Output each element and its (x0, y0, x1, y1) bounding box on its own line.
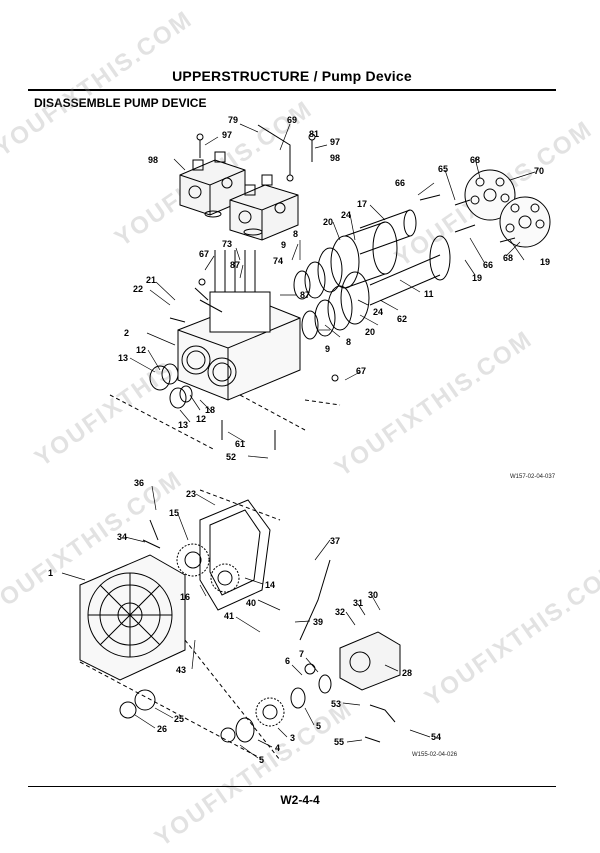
part-label: 25 (174, 714, 184, 724)
section-heading: DISASSEMBLE PUMP DEVICE (34, 96, 207, 110)
part-label: 9 (325, 344, 330, 354)
part-label: 13 (118, 353, 128, 363)
part-label: 7 (299, 649, 304, 659)
part-label: 19 (472, 273, 482, 283)
part-label: 32 (335, 607, 345, 617)
part-label: 1 (48, 568, 53, 578)
part-label: 8 (293, 229, 298, 239)
part-label: 18 (205, 405, 215, 415)
header-rule (28, 89, 556, 91)
part-label: 66 (483, 260, 493, 270)
part-label: 20 (365, 327, 375, 337)
part-label: 24 (373, 307, 383, 317)
part-label: 97 (330, 137, 340, 147)
part-label: 61 (235, 439, 245, 449)
part-label: 67 (199, 249, 209, 259)
part-label: 31 (353, 598, 363, 608)
part-label: 12 (196, 414, 206, 424)
pump-housing (177, 250, 301, 401)
pilot-pump (339, 631, 401, 691)
rear-cylinder-stack (301, 235, 451, 340)
part-label: 68 (470, 155, 480, 165)
part-label: 13 (178, 420, 188, 430)
cylinder-blocks (464, 169, 551, 248)
part-label: 22 (133, 284, 143, 294)
part-label: 24 (341, 210, 351, 220)
part-label: 53 (331, 699, 341, 709)
part-label: 41 (224, 611, 234, 621)
part-label: 70 (534, 166, 544, 176)
part-label: 87 (300, 290, 310, 300)
part-label: 12 (136, 345, 146, 355)
part-label: 5 (259, 755, 264, 765)
gears (176, 543, 285, 727)
footer-rule (28, 786, 556, 787)
regulator-valve-right (229, 174, 299, 241)
part-label: 65 (438, 164, 448, 174)
part-label: 73 (222, 239, 232, 249)
part-label: 6 (285, 656, 290, 666)
top-figure-labels: 79 69 81 97 97 98 98 68 65 66 70 17 20 2… (118, 115, 550, 462)
regulator-valve-left (179, 151, 246, 216)
part-label: 37 (330, 536, 340, 546)
part-label: 87 (230, 260, 240, 270)
part-label: 9 (281, 240, 286, 250)
part-label: 68 (503, 253, 513, 263)
part-label: 74 (273, 256, 283, 266)
part-label: 20 (323, 217, 333, 227)
part-label: 66 (395, 178, 405, 188)
part-label: 14 (265, 580, 275, 590)
part-label: 3 (290, 733, 295, 743)
part-label: 98 (330, 153, 340, 163)
figure-code-bottom: W155-02-04-026 (412, 752, 458, 758)
part-label: 39 (313, 617, 323, 627)
part-label: 19 (540, 257, 550, 267)
part-label: 2 (124, 328, 129, 338)
part-label: 16 (180, 592, 190, 602)
gasket-plate (199, 499, 271, 611)
part-label: 34 (117, 532, 127, 542)
part-label: 69 (287, 115, 297, 125)
part-label: 28 (402, 668, 412, 678)
part-label: 4 (275, 743, 280, 753)
flywheel-housing (79, 554, 186, 681)
part-label: 79 (228, 115, 238, 125)
part-label: 11 (424, 289, 434, 299)
part-label: 30 (368, 590, 378, 600)
part-label: 52 (226, 452, 236, 462)
part-label: 40 (246, 598, 256, 608)
front-cylinder-stack (293, 209, 417, 300)
part-label: 55 (334, 737, 344, 747)
part-label: 26 (157, 724, 167, 734)
part-label: 23 (186, 489, 196, 499)
part-label: 17 (357, 199, 367, 209)
part-label: 67 (356, 366, 366, 376)
part-label: 81 (309, 129, 319, 139)
figure-code-top: W157-02-04-037 (510, 474, 556, 480)
page-header: UPPERSTRUCTURE / Pump Device (172, 68, 412, 84)
part-label: 21 (146, 275, 156, 285)
part-label: 97 (222, 130, 232, 140)
part-label: 15 (169, 508, 179, 518)
part-label: 5 (316, 721, 321, 731)
bottom-figure-labels: 36 23 15 34 37 1 16 14 40 30 31 32 39 41… (48, 478, 441, 765)
part-label: 8 (346, 337, 351, 347)
part-label: 43 (176, 665, 186, 675)
page-number: W2-4-4 (280, 793, 320, 807)
part-label: 36 (134, 478, 144, 488)
part-label: 98 (148, 155, 158, 165)
part-label: 62 (397, 314, 407, 324)
part-label: 54 (431, 732, 441, 742)
